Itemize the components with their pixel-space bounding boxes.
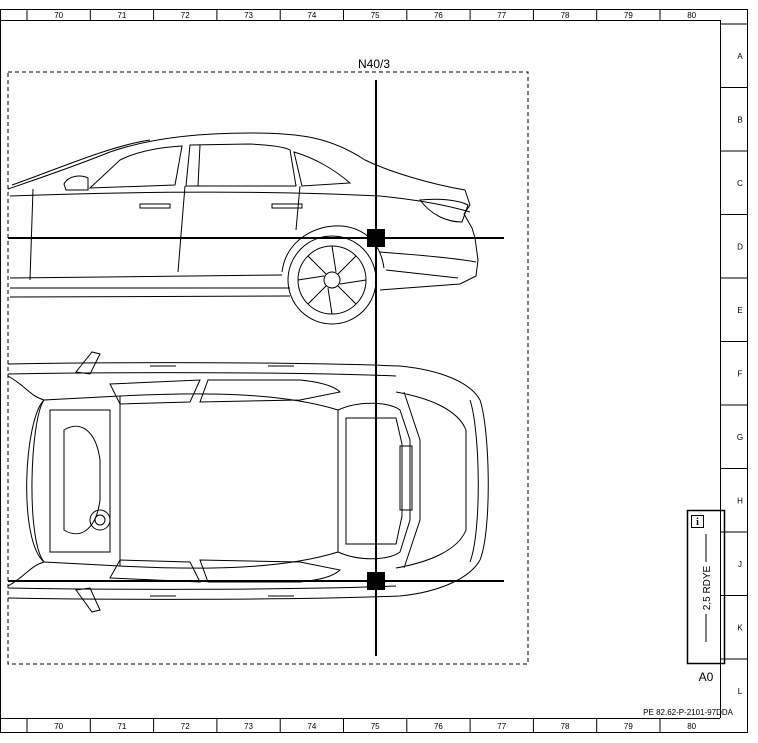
column-label-80: 80 [687,11,696,20]
legend-box: i 2,5 RDYE [686,509,726,665]
position-lines [8,80,504,656]
row-label-G: G [737,433,743,442]
row-label-E: E [737,306,742,315]
column-label-75: 75 [371,11,380,20]
car-top-view [7,351,489,613]
column-label-70: 70 [54,11,63,20]
car-side-view [7,132,479,325]
column-label-75: 75 [371,722,380,731]
column-label-79: 79 [624,722,633,731]
column-label-78: 78 [561,722,570,731]
column-label-72: 72 [181,722,190,731]
document-code: PE 82.62-P-2101-97DDA [643,708,733,717]
row-label-B: B [737,115,742,124]
component-marker-top [367,572,385,590]
row-label-H: H [737,496,743,505]
connector-label: A0 [699,670,714,684]
column-label-78: 78 [561,11,570,20]
column-label-70: 70 [54,722,63,731]
column-label-73: 73 [244,11,253,20]
column-label-77: 77 [497,11,506,20]
column-label-76: 76 [434,722,443,731]
component-marker-side [367,229,385,247]
column-label-73: 73 [244,722,253,731]
row-label-C: C [737,179,743,188]
row-label-F: F [738,369,743,378]
column-label-74: 74 [307,11,316,20]
column-label-71: 71 [117,722,126,731]
component-label: N40/3 [358,57,390,71]
column-label-71: 71 [117,11,126,20]
wire-label: 2,5 RDYE [702,565,713,610]
column-label-79: 79 [624,11,633,20]
sheet-frame [0,9,748,733]
row-label-L: L [738,687,743,696]
top-column-ruler: 70 71 72 73 74 75 76 77 78 79 80 [26,9,697,20]
right-row-ruler: A B C D E F G H J K L [720,23,747,696]
column-label-72: 72 [181,11,190,20]
row-label-J: J [738,560,742,569]
column-label-77: 77 [497,722,506,731]
row-label-A: A [737,52,743,61]
info-icon [691,515,704,528]
bottom-column-ruler: 70 71 72 73 74 75 76 77 78 79 80 [26,718,697,733]
column-label-74: 74 [307,722,316,731]
row-label-K: K [737,623,743,632]
row-label-D: D [737,242,743,251]
info-icon-glyph: i [696,517,699,528]
column-label-76: 76 [434,11,443,20]
component-outline [7,71,529,665]
column-label-80: 80 [687,722,696,731]
